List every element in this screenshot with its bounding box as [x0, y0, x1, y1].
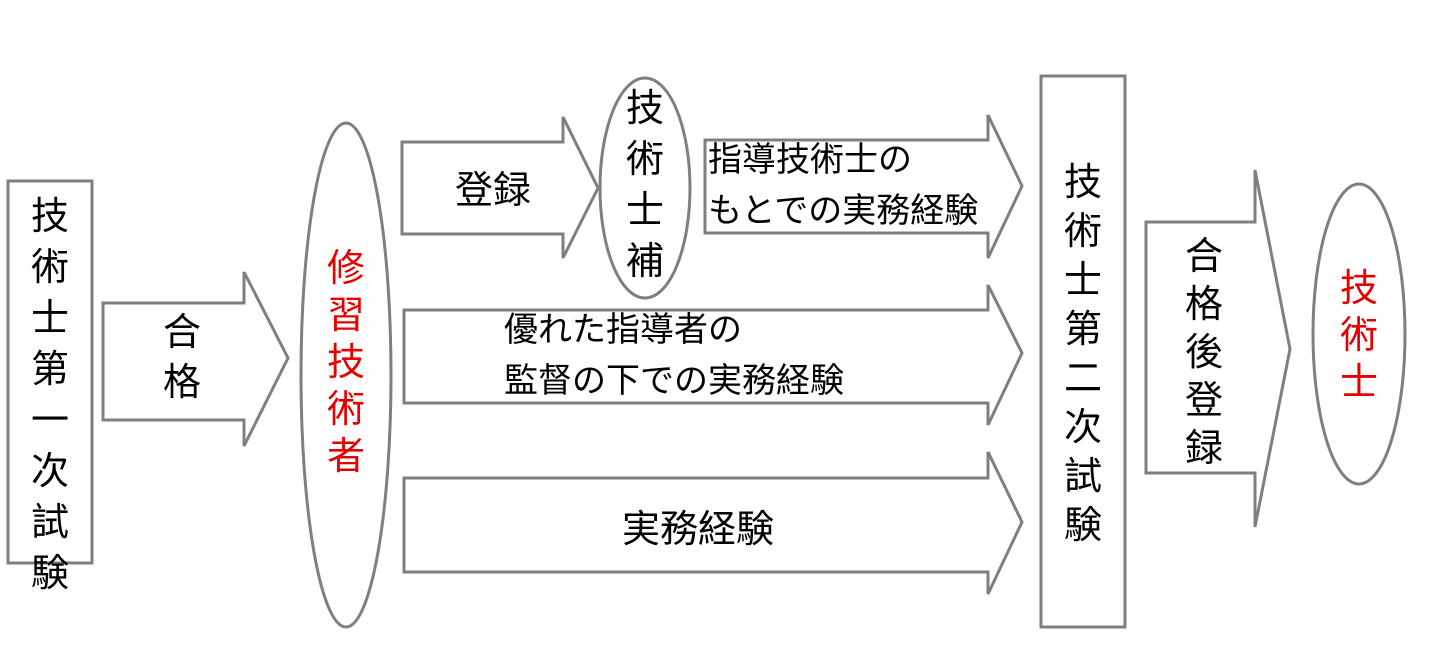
engineer-label-char: 技 [1340, 266, 1378, 310]
first-exam-label-char: 験 [31, 551, 69, 595]
assistant-label-char: 技 [626, 86, 664, 130]
first-exam-node: 技術士第一次試験 [6, 179, 94, 595]
register-after-pass-label-char: 登 [1185, 378, 1223, 422]
first-exam-label-char: 一 [31, 398, 69, 442]
assistant-label-char: 術 [626, 137, 664, 181]
first-exam-label: 技術士第一次試験 [31, 194, 69, 595]
under-supervisor-line-2: 監督の下での実務経験 [504, 361, 844, 401]
under-engineer-line-1: 指導技術士の [708, 140, 912, 180]
trainee-node: 修習技術者 [299, 121, 393, 629]
pass-arrow: 合格 [101, 271, 290, 447]
second-exam-label-char: 次 [1064, 405, 1102, 449]
engineer-node: 技術士 [1311, 182, 1407, 486]
register-arrow-label: 登録 [455, 168, 531, 212]
under-engineer-arrow-label: 指導技術士の もとでの実務経験 [708, 140, 978, 231]
engineer-label: 技術士 [1340, 266, 1378, 404]
trainee-label-char: 技 [327, 340, 365, 384]
assistant-label-char: 補 [626, 239, 664, 283]
second-exam-label-char: 第 [1064, 307, 1102, 351]
second-exam-label-char: 二 [1064, 356, 1102, 400]
trainee-label: 修習技術者 [327, 246, 365, 478]
first-exam-label-char: 技 [31, 194, 69, 238]
assistant-label-char: 士 [626, 188, 664, 232]
register-after-pass-label-char: 後 [1185, 330, 1223, 374]
assistant-node: 技術士補 [598, 76, 692, 300]
trainee-label-char: 習 [327, 293, 365, 337]
assistant-label: 技術士補 [626, 86, 664, 283]
under-supervisor-line-1: 優れた指導者の [504, 310, 742, 350]
pass-arrow-label-char: 格 [163, 360, 201, 404]
under-engineer-line-2: もとでの実務経験 [708, 191, 978, 231]
register-after-pass-label-char: 録 [1185, 426, 1223, 470]
second-exam-label-char: 士 [1064, 258, 1102, 302]
register-after-pass-label: 合格後登録 [1185, 234, 1223, 470]
second-exam-label-char: 術 [1064, 209, 1102, 253]
register-after-pass-label-char: 格 [1185, 282, 1223, 326]
register-arrow: 登録 [400, 116, 600, 259]
work-experience-arrow-label: 実務経験 [622, 507, 774, 551]
pass-arrow-label: 合格 [163, 310, 201, 404]
second-exam-node: 技術士第二次試験 [1039, 74, 1127, 629]
first-exam-label-char: 試 [31, 500, 69, 544]
under-supervisor-arrow-label: 優れた指導者の 監督の下での実務経験 [504, 310, 844, 401]
register-after-pass-arrow: 合格後登録 [1144, 169, 1292, 528]
trainee-label-char: 修 [327, 246, 365, 290]
work-experience-arrow: 実務経験 [402, 451, 1024, 595]
first-exam-label-char: 第 [31, 347, 69, 391]
first-exam-label-char: 次 [31, 449, 69, 493]
under-engineer-arrow: 指導技術士の もとでの実務経験 [703, 114, 1024, 259]
first-exam-label-char: 術 [31, 245, 69, 289]
second-exam-label-char: 技 [1064, 160, 1102, 204]
second-exam-label: 技術士第二次試験 [1064, 160, 1102, 547]
trainee-label-char: 術 [327, 387, 365, 431]
engineer-label-char: 術 [1340, 313, 1378, 357]
engineer-label-char: 士 [1340, 360, 1378, 404]
register-after-pass-label-char: 合 [1185, 234, 1223, 278]
pass-arrow-label-char: 合 [163, 310, 201, 354]
first-exam-label-char: 士 [31, 296, 69, 340]
second-exam-label-char: 験 [1064, 503, 1102, 547]
second-exam-label-char: 試 [1064, 454, 1102, 498]
under-supervisor-arrow: 優れた指導者の 監督の下での実務経験 [402, 284, 1024, 426]
trainee-label-char: 者 [327, 434, 365, 478]
